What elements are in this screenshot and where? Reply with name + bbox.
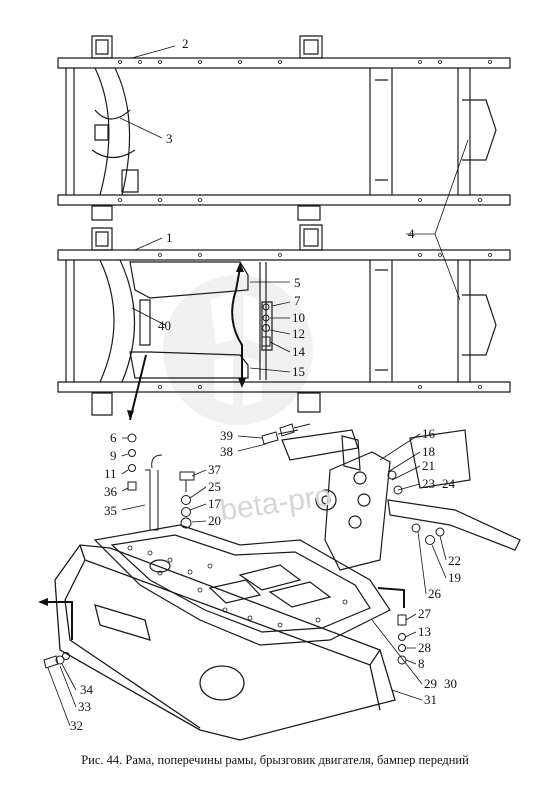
callout-27: 27 [418, 606, 432, 621]
callout-26: 26 [428, 586, 442, 601]
bumper-tray [93, 524, 391, 646]
callout-31: 31 [424, 692, 437, 707]
callout-30: 30 [444, 676, 457, 691]
callout-7: 7 [294, 293, 301, 308]
callout-17: 17 [208, 496, 222, 511]
callout-23: 23 [422, 476, 435, 491]
callout-25: 25 [208, 479, 221, 494]
callout-14: 14 [292, 344, 306, 359]
callout-22: 22 [448, 553, 461, 568]
callout-13: 13 [418, 624, 431, 639]
upper-frame-view [57, 35, 511, 221]
callout-28: 28 [418, 640, 431, 655]
callout-29: 29 [424, 676, 437, 691]
callout-38: 38 [220, 444, 233, 459]
callout-34: 34 [80, 682, 94, 697]
watermark-logo [163, 275, 313, 425]
callout-35: 35 [104, 503, 117, 518]
callout-labels: 1 2 3 4 5 7 10 12 14 15 40 6 9 11 36 35 … [70, 36, 461, 733]
bumper-bracket-assembly [315, 429, 521, 571]
lower-frame-view [57, 224, 511, 416]
front-bumper [54, 544, 396, 741]
callout-36: 36 [104, 484, 118, 499]
leader-lines [47, 45, 469, 727]
figure-caption: Рис. 44. Рама, поперечины рамы, брызгови… [81, 753, 469, 767]
callout-1: 1 [166, 230, 173, 245]
callout-12: 12 [292, 326, 305, 341]
assembly-arrows [44, 267, 405, 640]
callout-8: 8 [418, 656, 425, 671]
callout-40: 40 [158, 318, 171, 333]
callout-4: 4 [408, 226, 415, 241]
callout-20: 20 [208, 513, 221, 528]
callout-18: 18 [422, 444, 435, 459]
arrow-heads [38, 262, 246, 606]
callout-39: 39 [220, 428, 233, 443]
callout-37: 37 [208, 462, 222, 477]
watermark-text: beta-pro [218, 479, 333, 527]
fasteners [43, 303, 445, 669]
callout-2: 2 [182, 36, 189, 51]
callout-15: 15 [292, 364, 305, 379]
callout-33: 33 [78, 699, 91, 714]
callout-21: 21 [422, 458, 435, 473]
callout-3: 3 [166, 131, 173, 146]
callout-19: 19 [448, 570, 461, 585]
callout-9: 9 [110, 448, 117, 463]
splash-guard-bracket [281, 429, 361, 471]
callout-32: 32 [70, 718, 83, 733]
callout-10: 10 [292, 310, 305, 325]
callout-6: 6 [110, 430, 117, 445]
callout-5: 5 [294, 275, 301, 290]
callout-11: 11 [104, 466, 117, 481]
callout-16: 16 [422, 426, 436, 441]
callout-24: 24 [442, 476, 456, 491]
